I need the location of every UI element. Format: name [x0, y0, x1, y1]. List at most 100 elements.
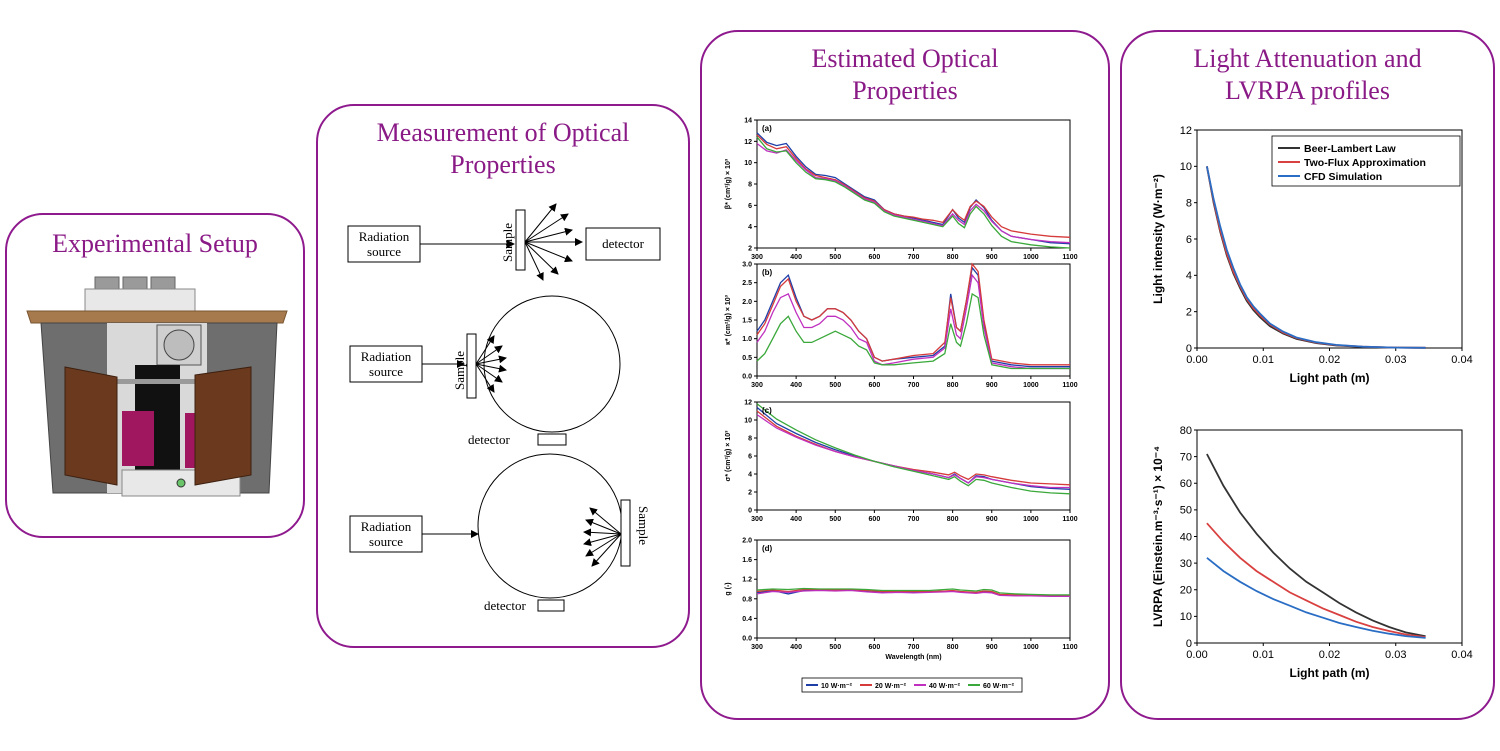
x-tick-label: 600 [869, 516, 881, 523]
estimated-title-line1: Estimated Optical [811, 44, 999, 73]
y-tick-label: 8 [1186, 198, 1192, 210]
x-tick-label: 300 [751, 516, 763, 523]
y-tick-label: 2 [748, 245, 752, 252]
experimental-setup-title: Experimental Setup [52, 229, 258, 258]
panel-label-c: (c) [762, 406, 772, 415]
legend-box [801, 677, 1023, 693]
series-line-lvrpa-1 [1206, 522, 1426, 638]
x-tick-label: 0.00 [1186, 354, 1207, 366]
y-tick-label: 10 [744, 160, 752, 167]
measurement-panel: Measurement of Optical Properties Radiat… [316, 104, 690, 648]
y-tick-label: 14 [744, 117, 752, 124]
x-tick-label: 500 [829, 516, 841, 523]
x-tick-label: 300 [751, 644, 763, 651]
y-tick-label: 6 [1186, 234, 1192, 246]
y-axis-label-a: β* (cm²/g) × 10³ [725, 158, 732, 209]
legend-entry: 60 W·m⁻² [983, 683, 1015, 690]
y-tick-label: 1.6 [742, 557, 752, 564]
attenuation-title-line2: LVRPA profiles [1225, 76, 1390, 105]
y-tick-label: 20 [1180, 585, 1192, 597]
x-tick-label: 500 [829, 382, 841, 389]
x-tick-label: 0.02 [1319, 354, 1340, 366]
x-tick-label: 800 [947, 644, 959, 651]
y-tick-label: 60 [1180, 478, 1192, 490]
x-tick-label: 800 [947, 254, 959, 261]
y-tick-label: 0 [748, 507, 752, 514]
series-line-a-3 [756, 136, 1071, 249]
panel-label-b: (b) [762, 268, 773, 277]
series-line-a-0 [756, 132, 1071, 245]
x-tick-label: 0.03 [1385, 354, 1406, 366]
x-tick-label: 1100 [1062, 516, 1077, 523]
svg-text:source: source [369, 364, 403, 379]
measurement-title-line2: Properties [450, 150, 556, 179]
x-tick-label: 600 [869, 254, 881, 261]
y-tick-label: 50 [1180, 505, 1192, 517]
reflectance-sphere-setup: Radiation source Sample detector [349, 295, 621, 447]
y-tick-label: 0.4 [742, 616, 752, 623]
y-tick-label: 40 [1180, 531, 1192, 543]
sample-label: Sample [500, 223, 515, 262]
y-tick-label: 0 [1186, 343, 1192, 355]
y-axis-label-intensity: Light intensity (W·m⁻²) [1151, 174, 1165, 304]
series-line-intensity-2 [1206, 166, 1426, 349]
series-line-intensity-1 [1206, 166, 1426, 349]
x-tick-label: 700 [908, 516, 920, 523]
y-tick-label: 0.8 [742, 596, 752, 603]
series-line-d-2 [756, 589, 1070, 598]
series-line-b-2 [756, 273, 1070, 370]
detector-label-3: detector [484, 598, 527, 613]
y-tick-label: 4 [748, 471, 752, 478]
panel-label-d: (d) [762, 544, 773, 553]
series-line-lvrpa-2 [1206, 557, 1426, 639]
transmission-sphere-setup: Radiation source Sample detector [349, 453, 651, 613]
y-tick-label: 0.5 [742, 355, 752, 362]
detector-label-1: detector [602, 236, 645, 251]
series-line-d-3 [756, 587, 1070, 596]
legend-entry: 10 W·m⁻² [821, 683, 853, 690]
y-tick-label: 2 [1186, 307, 1192, 319]
x-tick-label: 1100 [1062, 382, 1077, 389]
y-axis-label-lvrpa: LVRPA (Einstein.m⁻³·s⁻¹) × 10⁻⁴ [1151, 446, 1165, 627]
attenuation-panel: Light Attenuation and LVRPA profiles 0.0… [1120, 30, 1495, 720]
x-tick-label: 300 [751, 254, 763, 261]
experimental-setup-panel: Experimental Setup [5, 213, 305, 538]
y-axis-label-c: σ* (cm²/g) × 10³ [725, 430, 732, 482]
legend-entry: 40 W·m⁻² [929, 683, 961, 690]
x-tick-label: 600 [869, 644, 881, 651]
transmission-setup: Radiation source Sample detector [347, 203, 661, 281]
attenuation-title-line1: Light Attenuation and [1193, 44, 1422, 73]
y-tick-label: 12 [744, 399, 752, 406]
panel-label-a: (a) [762, 124, 772, 133]
y-tick-label: 2 [748, 489, 752, 496]
y-tick-label: 2.5 [742, 280, 752, 287]
y-axis-label-b: κ* (cm²/g) × 10³ [725, 294, 732, 345]
y-tick-label: 12 [1180, 125, 1192, 137]
svg-text:source: source [369, 534, 403, 549]
attenuation-legend-entry: Beer-Lambert Law [1304, 143, 1396, 155]
y-tick-label: 3.0 [742, 261, 752, 268]
plot-frame-c [756, 401, 1071, 511]
measurement-title-line1: Measurement of Optical [376, 118, 630, 147]
measurement-schematic: Radiation source Sample detector Radiati… [347, 203, 661, 613]
x-tick-label: 1000 [1023, 516, 1039, 523]
series-line-a-2 [756, 142, 1071, 244]
y-tick-label: 0 [1186, 638, 1192, 650]
series-line-c-1 [756, 410, 1071, 486]
x-tick-label: 0.02 [1319, 649, 1340, 661]
y-tick-label: 0.0 [742, 635, 752, 642]
x-tick-label: 0.04 [1451, 649, 1472, 661]
x-tick-label: 1000 [1023, 644, 1039, 651]
svg-text:Sample: Sample [452, 351, 467, 390]
x-tick-label: 400 [790, 516, 802, 523]
y-tick-label: 1.5 [742, 317, 752, 324]
x-axis-label-intensity: Light path (m) [1290, 371, 1370, 385]
y-tick-label: 10 [1180, 161, 1192, 173]
x-tick-label: 900 [986, 644, 998, 651]
y-tick-label: 2.0 [742, 537, 752, 544]
